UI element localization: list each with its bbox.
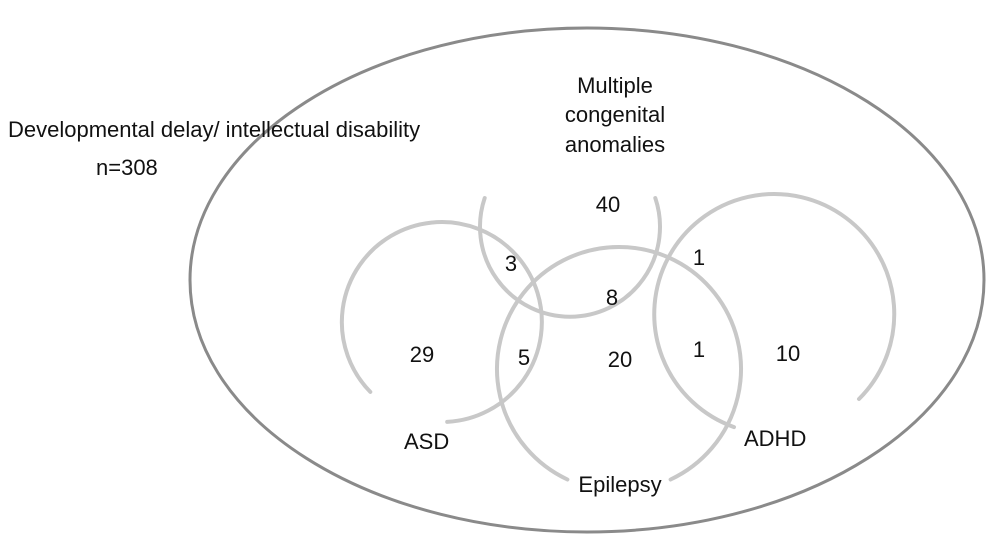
count-epilepsy-adhd: 1 <box>693 337 705 362</box>
set-circles <box>339 192 897 482</box>
outer-set-label: Developmental delay/ intellectual disabi… <box>8 117 420 142</box>
count-asd-epilepsy: 5 <box>518 345 530 370</box>
count-asd-only: 29 <box>410 342 434 367</box>
set-label-mca-line-2: congenital <box>565 102 665 127</box>
count-mca-adhd: 1 <box>693 245 705 270</box>
outer-ellipse-ddid <box>188 26 986 534</box>
count-adhd-only: 10 <box>776 341 800 366</box>
set-label-mca-line-1: Multiple <box>577 73 653 98</box>
circle-asd <box>339 220 544 424</box>
set-label-mca-line-3: anomalies <box>565 132 665 157</box>
outer-set-count: n=308 <box>96 155 158 180</box>
count-epilepsy-only: 20 <box>608 347 632 372</box>
count-mca-only: 40 <box>596 192 620 217</box>
circle-epilepsy <box>495 244 743 482</box>
set-label-adhd: ADHD <box>744 426 806 451</box>
circle-adhd <box>652 192 897 430</box>
set-label-epilepsy: Epilepsy <box>578 472 661 497</box>
circle-multiple-congenital-anomalies <box>478 196 662 319</box>
set-label-asd: ASD <box>404 429 449 454</box>
count-asd-epilepsy-mca: 8 <box>606 285 618 310</box>
count-asd-mca: 3 <box>505 251 517 276</box>
